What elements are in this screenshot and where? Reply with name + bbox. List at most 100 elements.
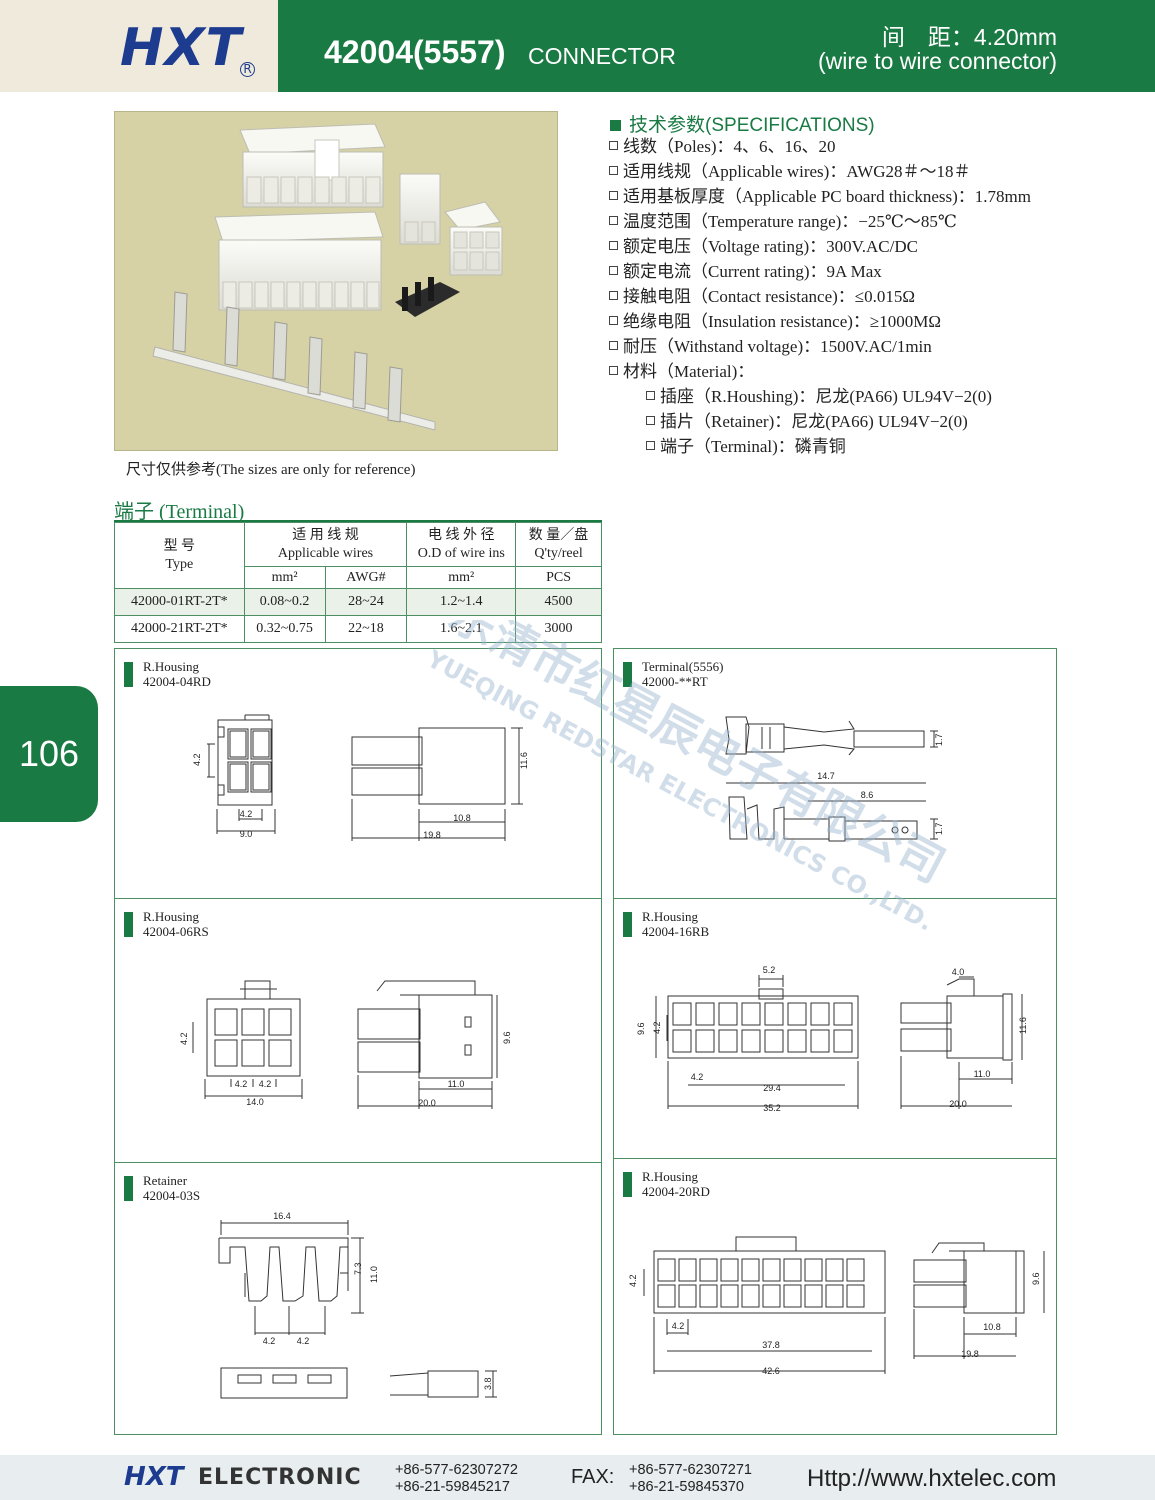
front-view-06rs — [192, 980, 303, 1099]
dim-label: 1.7 — [934, 733, 944, 746]
photo-4pin-housing — [399, 173, 441, 245]
panel-label: Terminal(5556)42000-**RT — [623, 659, 723, 689]
checkbox-square-icon — [609, 316, 618, 325]
photo-6pin-housing — [444, 201, 503, 276]
front-view-20rd — [643, 1236, 886, 1374]
checkbox-square-icon — [609, 366, 618, 375]
dim-label: 14.7 — [817, 771, 835, 781]
checkbox-square-icon — [609, 241, 618, 250]
side-view-16rb — [900, 976, 1023, 1109]
terminal-side-view — [728, 796, 938, 842]
dim-label: 4.2 — [259, 1079, 272, 1089]
spec-item: 适用基板厚度（Applicable PC board thickness)：1.… — [609, 187, 1031, 212]
dim-label: 4.2 — [179, 1032, 189, 1045]
dim-label: 9.6 — [1031, 1272, 1041, 1285]
footer-bar — [0, 1455, 1155, 1500]
checkbox-square-icon — [646, 441, 655, 450]
checkbox-square-icon — [646, 416, 655, 425]
terminal-section-title: 端子 (Terminal) — [114, 501, 245, 523]
dim-label: 4.2 — [628, 1274, 638, 1287]
footer-website-link[interactable]: Http://www.hxtelec.com — [807, 1465, 1057, 1492]
unit-pcs: PCS — [515, 566, 602, 589]
model-number: 42004(5557) — [324, 34, 506, 70]
spec-item: 额定电压（Voltage rating)：300V.AC/DC — [609, 237, 1031, 262]
checkbox-square-icon — [609, 291, 618, 300]
photo-20pin-housing — [214, 211, 384, 311]
unit-od: mm² — [406, 566, 517, 589]
dim-label: 11.6 — [1018, 1017, 1028, 1034]
dim-label: 16.4 — [273, 1211, 291, 1221]
specifications-list: 线数（Poles)：4、6、16、20 适用线规（Applicable wire… — [609, 137, 1031, 462]
table-unit-row: mm² AWG# mm² PCS — [115, 566, 602, 589]
table-row: 42000-21RT-2T* 0.32~0.75 22~18 1.6~2.1 3… — [114, 615, 602, 643]
footer-tel: +86-577-62307272+86-21-59845217 — [395, 1462, 518, 1495]
photo-retainer — [395, 277, 460, 317]
footer-fax: +86-577-62307271+86-21-59845370 — [629, 1462, 752, 1495]
dim-label: 3.8 — [483, 1377, 493, 1390]
spec-material-item: 插片（Retainer)：尼龙(PA66) UL94V−2(0) — [609, 412, 1031, 437]
table-row: 42000-01RT-2T* 0.08~0.2 28~24 1.2~1.4 45… — [114, 588, 602, 616]
header-banner: 42004(5557) CONNECTOR 间 距：4.20mm (wire t… — [278, 0, 1155, 92]
reference-note: 尺寸仅供参考(The sizes are only for reference) — [126, 462, 416, 478]
specifications-title: 技术参数(SPECIFICATIONS) — [610, 110, 875, 137]
drawing-panel-terminal: Terminal(5556)42000-**RT 1.7 14.7 8.6 1.… — [613, 648, 1057, 903]
pitch-label: 间 距：4.20mm — [881, 24, 1057, 50]
checkbox-square-icon — [609, 216, 618, 225]
dim-label: 9.0 — [240, 829, 253, 839]
dim-label: 37.8 — [762, 1340, 780, 1350]
dim-label: 9.6 — [502, 1031, 512, 1044]
side-view-06rs — [357, 980, 498, 1109]
dim-label: 1.7 — [934, 822, 944, 835]
terminal-title-rule — [114, 520, 602, 522]
connector-type: (wire to wire connector) — [817, 48, 1057, 74]
brand-logo: HXT — [120, 18, 243, 78]
checkbox-square-icon — [609, 341, 618, 350]
front-view-16rb — [655, 975, 859, 1109]
spec-item: 接触电阻（Contact resistance)：≤0.015Ω — [609, 287, 1031, 312]
footer-logo: HXT — [124, 1462, 184, 1492]
spec-item: 材料（Material)： — [609, 362, 1031, 387]
dim-label: 4.2 — [192, 753, 202, 766]
dim-label: 42.6 — [762, 1366, 780, 1376]
dim-label: 4.2 — [235, 1079, 248, 1089]
checkbox-square-icon — [646, 391, 655, 400]
spec-material-item: 插座（R.Houshing)：尼龙(PA66) UL94V−2(0) — [609, 387, 1031, 412]
front-view-04rd — [207, 714, 276, 834]
dim-label: 4.0 — [952, 967, 965, 977]
side-view-20rd — [913, 1242, 1045, 1359]
spec-title-cn: 技术参数 — [629, 115, 706, 136]
dim-label: 4.2 — [263, 1336, 276, 1346]
retainer-side-view — [389, 1370, 497, 1398]
dim-label: 4.2 — [240, 809, 253, 819]
dim-label: 8.6 — [861, 790, 874, 800]
spec-item: 耐压（Withstand voltage)：1500V.AC/1min — [609, 337, 1031, 362]
dim-label: 10.8 — [983, 1322, 1001, 1332]
checkbox-square-icon — [609, 141, 618, 150]
dim-label: 20.0 — [949, 1099, 967, 1109]
photo-16pin-housing — [239, 123, 386, 208]
dim-label: 11.0 — [448, 1079, 465, 1089]
dim-label: 7.3 — [353, 1262, 363, 1275]
footer-brand: ELECTRONIC — [198, 1465, 362, 1490]
unit-mm2: mm² — [243, 566, 326, 589]
dim-label: 35.2 — [763, 1103, 781, 1113]
dim-label: 4.2 — [652, 1021, 662, 1034]
retainer-front-view — [218, 1237, 349, 1302]
unit-awg: AWG# — [324, 566, 408, 589]
dim-label: 11.0 — [369, 1266, 379, 1283]
spec-item: 线数（Poles)：4、6、16、20 — [609, 137, 1031, 162]
spec-item: 额定电流（Current rating)：9A Max — [609, 262, 1031, 287]
photo-terminal-strip — [152, 291, 436, 431]
header-logo-area: HXT R — [0, 0, 278, 92]
footer-fax-label: FAX: — [571, 1466, 615, 1488]
